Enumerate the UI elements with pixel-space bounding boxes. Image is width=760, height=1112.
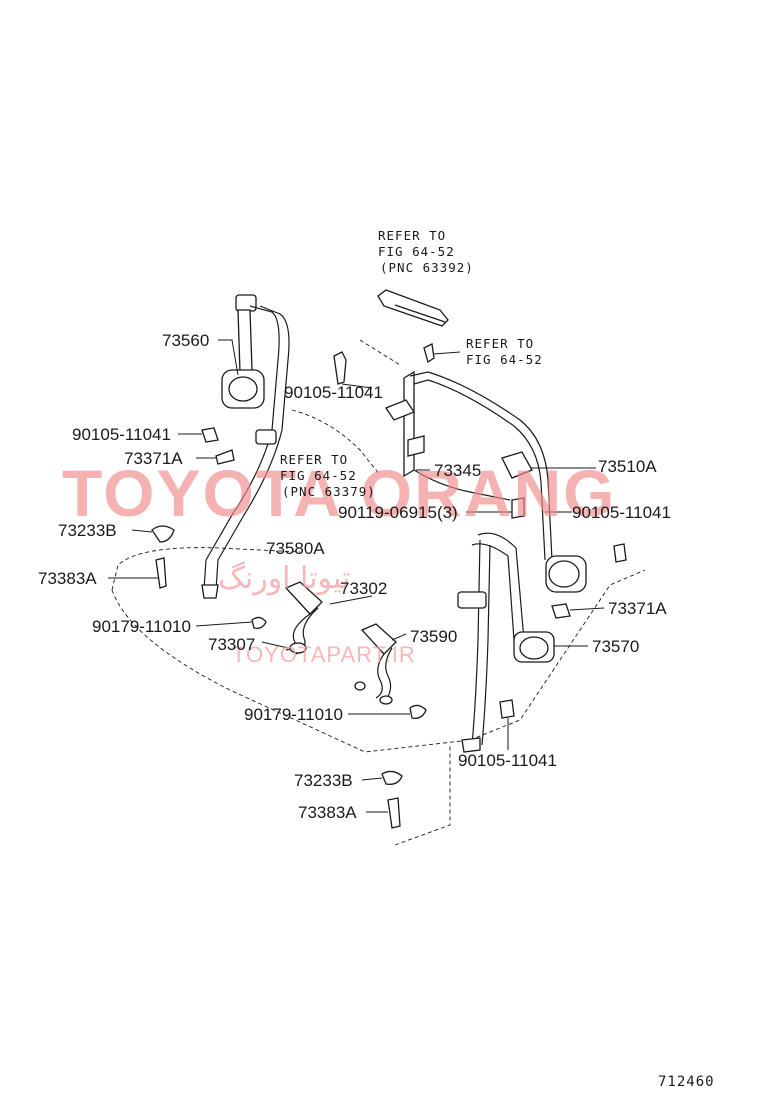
floor-outline xyxy=(111,339,646,846)
label-73307: 73307 xyxy=(208,635,255,654)
refer-note-c-line3: (PNC 63379) xyxy=(282,484,376,499)
buckle-73590 xyxy=(354,623,397,705)
label-90105-11041-top: 90105-11041 xyxy=(284,383,383,402)
reference-notes: REFER TO FIG 64-52 (PNC 63392) REFER TO … xyxy=(280,228,543,499)
label-73383A-left: 73383A xyxy=(38,569,97,588)
refer-note-a-line2: FIG 64-52 xyxy=(378,244,455,259)
label-73371A-left: 73371A xyxy=(124,449,183,468)
refer-note-b-line2: FIG 64-52 xyxy=(466,352,543,367)
part-labels: 73560 90105-11041 90105-11041 73371A 733… xyxy=(38,331,671,822)
leader-lines xyxy=(108,339,605,813)
left-retractor-73560 xyxy=(201,294,290,599)
watermark-brand: TOYOTA ORANG xyxy=(62,456,616,530)
figure-number: 712460 xyxy=(658,1074,715,1090)
label-73302: 73302 xyxy=(340,579,387,598)
watermark-url: TOYOTAPART.IR xyxy=(232,642,416,667)
label-90105-11041-left: 90105-11041 xyxy=(72,425,171,444)
refer-note-b-line1: REFER TO xyxy=(466,336,534,351)
watermark-persian: تیوتا اورنگ xyxy=(218,561,350,596)
label-73590: 73590 xyxy=(410,627,457,646)
label-73233B-bottom: 73233B xyxy=(294,771,353,790)
refer-note-a-line1: REFER TO xyxy=(378,228,446,243)
label-90179-11010-bottom: 90179-11010 xyxy=(244,705,343,724)
label-73383A-bottom: 73383A xyxy=(298,803,357,822)
refer-note-a-line3: (PNC 63392) xyxy=(380,260,474,275)
label-90119-06915: 90119-06915(3) xyxy=(338,503,458,522)
refer-note-c-line2: FIG 64-52 xyxy=(280,468,357,483)
label-90105-11041-bottom: 90105-11041 xyxy=(458,751,557,770)
label-73233B-left: 73233B xyxy=(58,521,117,540)
center-frame-73510A xyxy=(377,289,553,561)
label-73560: 73560 xyxy=(162,331,209,350)
label-73570: 73570 xyxy=(592,637,639,656)
label-90105-11041-right: 90105-11041 xyxy=(572,503,671,522)
label-73510A: 73510A xyxy=(598,457,657,476)
label-73345: 73345 xyxy=(434,461,481,480)
label-90179-11010-left: 90179-11010 xyxy=(92,617,191,636)
buckle-73580A xyxy=(284,581,323,655)
right-retractor-73570 xyxy=(457,532,587,753)
label-73580A: 73580A xyxy=(266,539,325,558)
watermark: TOYOTA ORANG تیوتا اورنگ TOYOTAPART.IR xyxy=(62,456,616,667)
label-73371A-right: 73371A xyxy=(608,599,667,618)
refer-note-c-line1: REFER TO xyxy=(280,452,348,467)
